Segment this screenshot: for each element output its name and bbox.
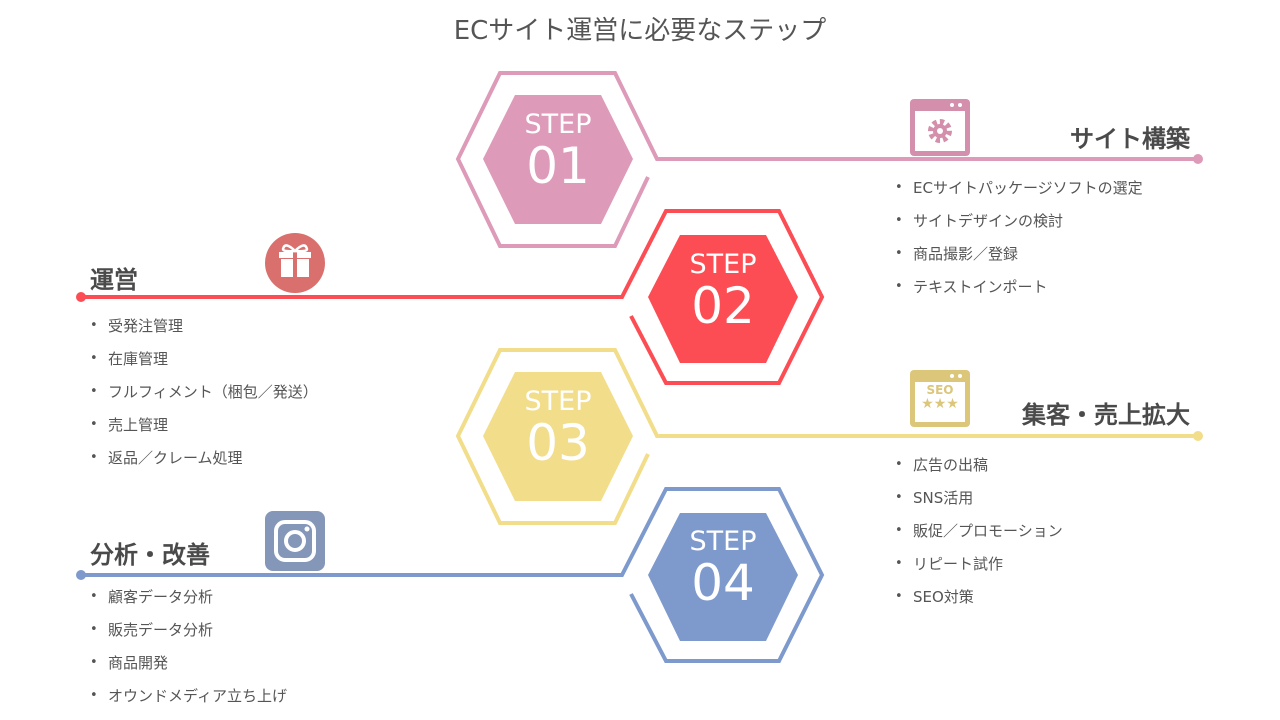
list-item: 販促／プロモーション <box>895 521 1063 554</box>
list-item: 商品開発 <box>90 653 287 686</box>
step-label: STEP <box>524 386 592 417</box>
heading-analysis: 分析・改善 <box>90 541 210 569</box>
step-03-label: STEP 03 <box>498 386 618 472</box>
list-item: フルフィメント（梱包／発送） <box>90 382 318 415</box>
gift-icon <box>265 233 325 293</box>
list-item: SEO対策 <box>895 587 1063 620</box>
hex-step-03 <box>455 348 1203 525</box>
list-site-build: ECサイトパッケージソフトの選定 サイトデザインの検討 商品撮影／登録 テキスト… <box>895 178 1143 310</box>
list-item: 受発注管理 <box>90 316 318 349</box>
seo-label: SEO <box>926 383 954 397</box>
list-item: リピート試作 <box>895 554 1063 587</box>
seo-stars: ★★★ <box>921 396 959 412</box>
heading-site-build: サイト構築 <box>1070 125 1190 153</box>
step-number: 02 <box>691 277 755 335</box>
list-item: 広告の出稿 <box>895 455 1063 488</box>
list-item: テキストインポート <box>895 277 1143 310</box>
hex-step-01 <box>455 71 1203 248</box>
step-label: STEP <box>689 526 757 557</box>
heading-operation: 運営 <box>90 266 138 294</box>
page-title: ECサイト運営に必要なステップ <box>453 16 827 46</box>
step-number: 01 <box>526 137 590 195</box>
step-label: STEP <box>524 109 592 140</box>
step-number: 03 <box>526 414 590 472</box>
list-item: サイトデザインの検討 <box>895 211 1143 244</box>
hex-step-02 <box>76 209 825 385</box>
gear-window-icon <box>910 99 970 156</box>
list-item: SNS活用 <box>895 488 1063 521</box>
list-item: 返品／クレーム処理 <box>90 448 318 481</box>
step-number: 04 <box>691 554 755 612</box>
seo-icon-text: SEO ★★★ <box>915 383 965 411</box>
list-item: ECサイトパッケージソフトの選定 <box>895 178 1143 211</box>
list-item: 販売データ分析 <box>90 620 287 653</box>
list-item: 売上管理 <box>90 415 318 448</box>
step-01-label: STEP 01 <box>498 109 618 195</box>
list-item: 在庫管理 <box>90 349 318 382</box>
list-marketing: 広告の出稿 SNS活用 販促／プロモーション リピート試作 SEO対策 <box>895 455 1063 620</box>
list-analysis: 顧客データ分析 販売データ分析 商品開発 オウンドメディア立ち上げ <box>90 587 287 719</box>
list-item: オウンドメディア立ち上げ <box>90 686 287 719</box>
instagram-icon <box>265 511 325 571</box>
seo-window-icon <box>910 370 970 427</box>
list-item: 商品撮影／登録 <box>895 244 1143 277</box>
hex-step-04 <box>76 487 825 663</box>
step-label: STEP <box>689 249 757 280</box>
list-operation: 受発注管理 在庫管理 フルフィメント（梱包／発送） 売上管理 返品／クレーム処理 <box>90 316 318 481</box>
step-04-label: STEP 04 <box>663 526 783 612</box>
heading-marketing: 集客・売上拡大 <box>1022 401 1190 429</box>
list-item: 顧客データ分析 <box>90 587 287 620</box>
step-02-label: STEP 02 <box>663 249 783 335</box>
